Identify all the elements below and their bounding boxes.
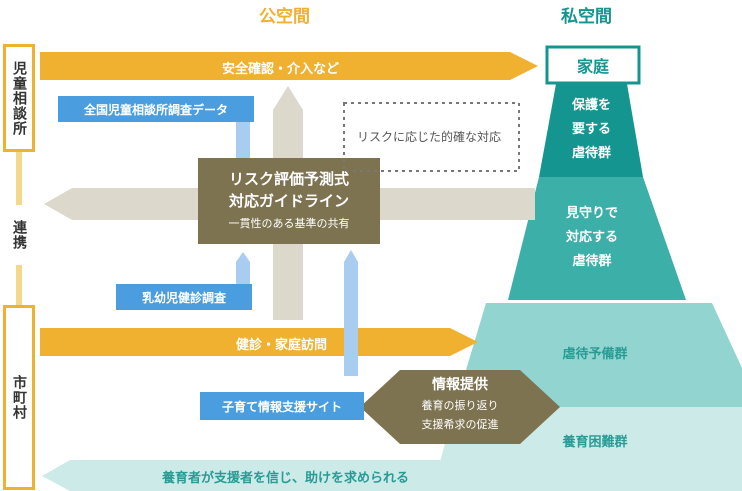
- bottom-arrow-label: 養育者が支援者を信じ、助けを求められる: [162, 471, 410, 486]
- connector-site: [344, 262, 358, 376]
- sidebar-middle-label: 連携: [11, 220, 27, 250]
- pyramid-level-2: [508, 177, 686, 300]
- checkup-arrow: [40, 328, 478, 356]
- info-title: 情報提供: [432, 377, 488, 393]
- center-title-1: リスク評価予測式: [228, 170, 349, 188]
- center-text: リスク評価予測式 対応ガイドライン 一貫性のある基準の共有: [198, 168, 380, 234]
- pyramid-level-1: [539, 84, 643, 177]
- gray-arrowhead-right: [507, 188, 535, 220]
- info-line-1: 養育の振り返り: [421, 399, 499, 412]
- info-line-2: 支援希求の促進: [421, 418, 499, 431]
- info-hexagon: [360, 370, 560, 444]
- sidebar-municipality: 市町村: [3, 305, 35, 490]
- sidebar-child-consultation: 児童相談所: [3, 44, 35, 152]
- sidebar-link: 連携: [4, 205, 34, 265]
- connector-infant: [236, 262, 250, 284]
- center-subtitle: 一貫性のある基準の共有: [228, 217, 350, 230]
- dotted-note-box: [343, 102, 520, 172]
- center-title-2: 対応ガイドライン: [228, 192, 349, 210]
- level2-line-2: 対応する: [565, 230, 618, 245]
- info-text: 情報提供 養育の振り返り 支援希求の促進: [370, 374, 550, 434]
- infant-checkup-box: 乳幼児健診調査: [116, 284, 252, 310]
- connector-site-head: [344, 250, 358, 262]
- national-data-box: 全国児童相談所調査データ: [58, 96, 254, 122]
- level2-line-3: 虐待群: [572, 254, 612, 269]
- safety-arrow-label: 安全確認・介入など: [222, 62, 340, 77]
- checkup-arrow-label: 健診・家庭訪問: [236, 338, 328, 353]
- center-box: [198, 158, 380, 244]
- family-box: [545, 45, 641, 85]
- level2-line-1: 見守りで: [565, 206, 618, 221]
- pyramid-level-4-text: 養育困難群: [562, 435, 628, 450]
- connector-data: [236, 120, 250, 158]
- pyramid-level-3-text: 虐待予備群: [562, 347, 628, 362]
- bottom-pale-arrow: [42, 460, 500, 491]
- pyramid-level-1-text: 保護を 要する 虐待群: [556, 94, 627, 166]
- header-public: 公空間: [259, 7, 310, 27]
- sidebar-top-label: 児童相談所: [11, 60, 27, 136]
- level1-line-1: 保護を: [571, 98, 611, 113]
- safety-arrow: [40, 52, 538, 80]
- level1-line-2: 要する: [571, 122, 611, 137]
- family-label: 家庭: [576, 57, 609, 76]
- header-private: 私空間: [561, 7, 612, 27]
- pyramid-level-2-text: 見守りで 対応する 虐待群: [540, 202, 644, 274]
- child-site-box: 子育て情報支援サイト: [200, 392, 364, 420]
- dotted-note-text: リスクに応じた的確な対応: [357, 130, 502, 144]
- sidebar-bottom-label: 市町村: [11, 375, 27, 420]
- level1-line-3: 虐待群: [571, 146, 611, 161]
- connector-infant-head: [236, 252, 250, 262]
- connector-data-head: [236, 150, 250, 158]
